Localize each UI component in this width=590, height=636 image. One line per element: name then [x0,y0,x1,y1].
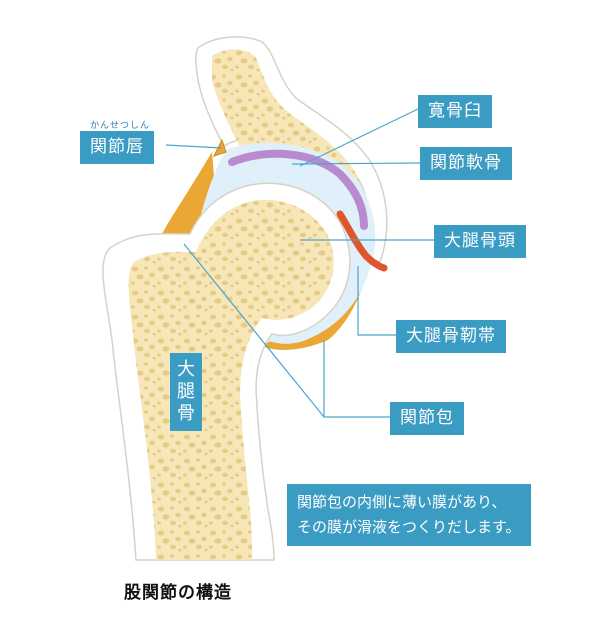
femoral-ligament [336,210,388,272]
label-femur-char-3: 骨 [177,403,195,424]
synovial-note-line-1: 関節包の内側に薄い膜があり、 [297,493,507,511]
label-articular-cartilage: 関節軟骨 [420,147,512,180]
diagram-title: 股関節の構造 [124,583,232,603]
label-femur-char-1: 大 [177,359,195,380]
label-femoral-ligament: 大腿骨靭帯 [396,320,506,353]
label-joint-capsule: 関節包 [390,402,464,435]
label-labrum-ruby: かんせつしん [90,121,151,131]
label-acetabulum: 寛骨臼 [418,95,492,128]
articular-cartilage [228,149,368,230]
label-femur-char-2: 腿 [177,381,195,402]
synovial-note: 関節包の内側に薄い膜があり、 その膜が滑液をつくりだします。 [287,484,531,546]
label-femoral-head: 大腿骨頭 [434,225,526,258]
label-labrum: 関節唇 [80,131,154,164]
label-femur: 大 腿 骨 [170,353,202,431]
synovial-note-line-2: その膜が滑液をつくりだします。 [297,518,521,536]
